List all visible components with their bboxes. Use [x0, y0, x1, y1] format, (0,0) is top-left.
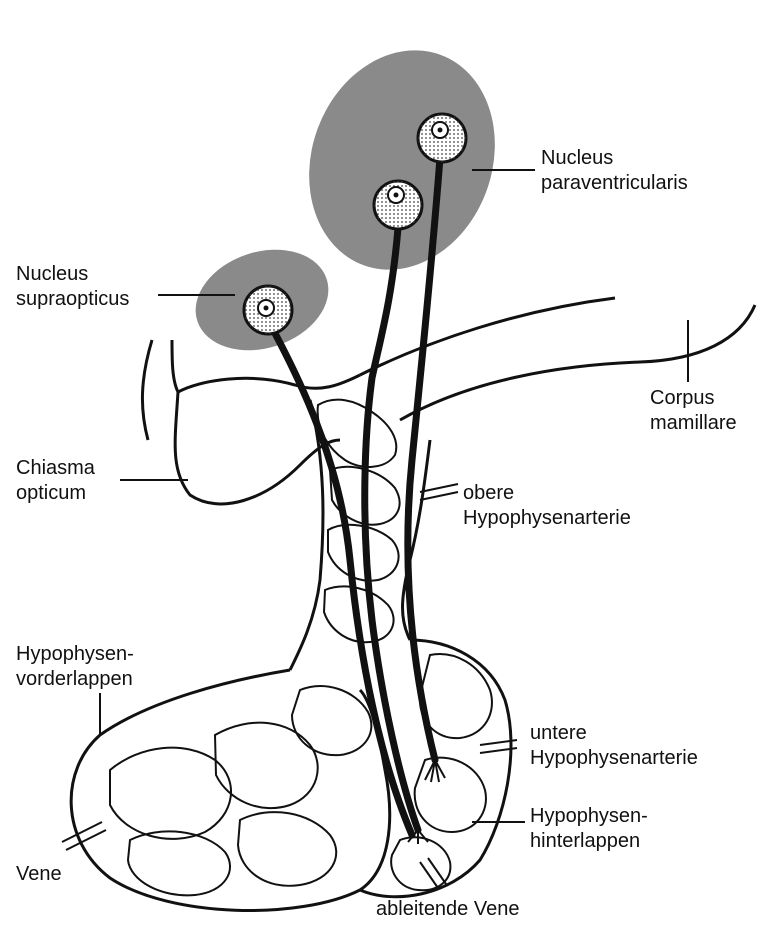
label-line: opticum	[16, 481, 95, 506]
label-line: paraventricularis	[541, 171, 688, 196]
label-line: Nucleus	[16, 262, 129, 287]
label-line: hinterlappen	[530, 829, 648, 854]
label-corpus-mamillare: Corpus mamillare	[650, 386, 737, 436]
chiasma-lower-curve	[175, 392, 340, 504]
label-line: Corpus	[650, 386, 737, 411]
label-line: Hypophysenarterie	[463, 506, 631, 531]
label-obere-hypophysenarterie: obere Hypophysenarterie	[463, 481, 631, 531]
label-ableitende-vene: ableitende Vene	[376, 897, 519, 922]
third-ventricle-outline	[142, 340, 152, 440]
label-chiasma-opticum: Chiasma opticum	[16, 456, 95, 506]
label-line: supraopticus	[16, 287, 129, 312]
label-line: Hypophysen-	[530, 804, 648, 829]
label-line: untere	[530, 721, 698, 746]
label-line: Chiasma	[16, 456, 95, 481]
label-line: Hypophysen-	[16, 642, 134, 667]
label-nucleus-supraopticus: Nucleus supraopticus	[16, 262, 129, 312]
label-line: Nucleus	[541, 146, 688, 171]
label-vene: Vene	[16, 862, 62, 887]
label-line: obere	[463, 481, 631, 506]
label-nucleus-paraventricularis: Nucleus paraventricularis	[541, 146, 688, 196]
label-line: Hypophysenarterie	[530, 746, 698, 771]
label-hypophysenhinterlappen: Hypophysen- hinterlappen	[530, 804, 648, 854]
hypothalamus-floor-line	[360, 298, 615, 375]
label-untere-hypophysenarterie: untere Hypophysenarterie	[530, 721, 698, 771]
nucleus-paraventricularis-region	[279, 24, 525, 296]
label-hypophysenvorderlappen: Hypophysen- vorderlappen	[16, 642, 134, 692]
label-line: vorderlappen	[16, 667, 134, 692]
stalk-left-outline	[290, 400, 323, 670]
supraopticus-axon	[268, 320, 412, 835]
label-line: mamillare	[650, 411, 737, 436]
